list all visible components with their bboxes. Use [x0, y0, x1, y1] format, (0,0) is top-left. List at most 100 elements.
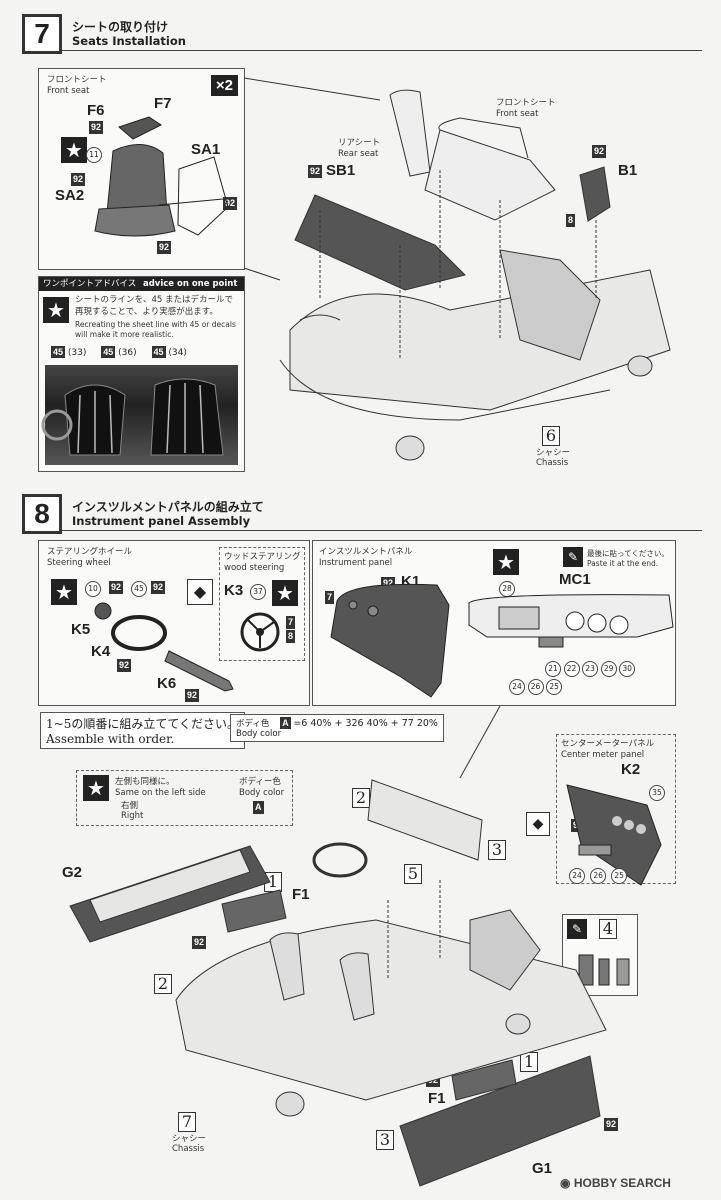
decal-22: 22 — [563, 661, 580, 677]
advice-text-jp2: 再現することで、より実感が出ます。 — [75, 307, 218, 317]
star-icon: ★ — [61, 137, 87, 163]
advice-title-jp: ワンポイントアドバイス — [43, 279, 137, 289]
front-seat2-jp: フロントシート — [496, 98, 556, 108]
part-k3: K3 — [224, 582, 244, 599]
right-en: Right — [121, 811, 144, 821]
bodycolor-en: Body color — [236, 729, 282, 739]
cmp-jp: センターメーターパネル — [561, 739, 655, 749]
decal-34: (34) — [168, 348, 187, 358]
part-b1: B1 — [618, 162, 638, 179]
cmp-decal-35: 35 — [649, 785, 665, 801]
paint-92-a: 92 — [89, 121, 104, 134]
part-f6: F6 — [87, 102, 105, 119]
decal-row: 45 (33) 45 (36) 45 (34) — [51, 346, 187, 358]
wood-paint-8: 8 — [286, 630, 296, 643]
front-seat-jp: フロントシート — [47, 75, 107, 85]
paint-45-b: 45 — [101, 346, 116, 358]
x2-badge: ×2 — [210, 75, 238, 96]
paste-box: ✎ 4 — [562, 914, 638, 996]
part-k5: K5 — [71, 621, 91, 638]
g1-paint-92: 92 — [604, 1118, 619, 1131]
paste-step-4: 4 — [599, 919, 617, 939]
steering-star-icon: ★ — [51, 579, 77, 605]
advice-text-en1: Recreating the sheet line with 45 or dec… — [75, 320, 236, 329]
instrument-panel-box: インスツルメントパネル Instrument panel 7 92 K1 41 … — [312, 540, 676, 706]
instrument-panel-drawing — [330, 583, 674, 698]
paint-8: 8 — [566, 214, 576, 227]
part-k6: K6 — [157, 675, 177, 692]
order-3-a: 3 — [488, 840, 506, 860]
step-7-title-jp: シートの取り付け — [72, 20, 169, 34]
paste-pin-icon: ✎ — [567, 919, 587, 939]
paint-92-d: 92 — [157, 241, 172, 254]
leftside-jp: 左側も同様に。 — [115, 777, 175, 787]
pin-icon: ✎ — [563, 547, 583, 567]
front-seat-en: Front seat — [47, 86, 90, 96]
gauge-decals: 21 22 23 29 30 — [545, 661, 636, 677]
order-3-b: 3 — [376, 1130, 394, 1150]
advice-text-en2: will make it more realistic. — [75, 330, 174, 339]
order-jp: 1~5の順番に組み立ててください。 — [46, 717, 239, 731]
front-seat2-en: Front seat — [496, 109, 539, 119]
leftside-en: Same on the left side — [115, 788, 206, 798]
paste-drawing — [578, 954, 630, 986]
wood-wheel-drawing — [240, 612, 280, 652]
front-seat-box: フロントシート Front seat ×2 F6 F7 92 ★ 11 92 S… — [38, 68, 245, 270]
bodycolor-a: A — [280, 717, 291, 729]
step-8-number: 8 — [22, 494, 62, 534]
chassis-jp-7: シャシー — [536, 448, 571, 458]
bodycolor-jp: ボディ色 — [236, 719, 270, 729]
cmp-decal-24: 24 — [569, 868, 585, 884]
chassis-jp-8: シャシー — [172, 1134, 207, 1144]
part-sa2: SA2 — [55, 187, 85, 204]
order-2-b: 2 — [154, 974, 172, 994]
logo-icon: ◉ — [560, 1176, 571, 1190]
chassis-ref-7: 7 — [178, 1112, 196, 1132]
steering-paint-92-b: 92 — [151, 581, 166, 594]
part-f1-b: F1 — [428, 1090, 446, 1107]
bodycolor-formula: =6 40% + 326 40% + 77 20% — [293, 718, 438, 729]
order-en: Assemble with order. — [46, 732, 175, 746]
advice-star-icon: ★ — [43, 297, 69, 323]
center-meter-drawing — [566, 784, 662, 886]
advice-box: ワンポイントアドバイス advice on one point ★ シートのライ… — [38, 276, 245, 472]
left-side-box: ★ 左側も同様に。 Same on the left side ボディー色 Bo… — [76, 770, 293, 826]
bodycolor2-en: Body color — [239, 788, 285, 798]
logo-text: HOBBY SEARCH — [573, 1176, 671, 1190]
door-star-icon: ★ — [83, 775, 109, 801]
bodycolor-box: ボディ色 A =6 40% + 326 40% + 77 20% Body co… — [230, 714, 444, 742]
part-sb1: SB1 — [326, 162, 356, 179]
steering-en: Steering wheel — [47, 558, 111, 568]
steering-paint-10: 10 — [85, 581, 101, 597]
hobby-search-logo: ◉ HOBBY SEARCH — [560, 1176, 671, 1190]
ip-star-icon: ★ — [493, 549, 519, 575]
decal-29: 29 — [600, 661, 617, 677]
right-jp: 右側 — [121, 801, 139, 811]
wood-paint-37: 37 — [250, 584, 266, 600]
step-8-title-jp: インスツルメントパネルの組み立て — [72, 500, 264, 514]
cmp-decal-25: 25 — [611, 868, 628, 884]
part-f7: F7 — [154, 95, 172, 112]
front-seat-drawing — [94, 116, 229, 237]
steering-paint-45: 45 — [131, 581, 147, 597]
ip-decal-28: 28 — [499, 581, 515, 597]
paint-45-a: 45 — [51, 346, 66, 358]
order-box: 1~5の順番に組み立ててください。 Assemble with order. — [40, 712, 245, 749]
chassis-en-7: Chassis — [536, 458, 569, 468]
decal-21: 21 — [545, 661, 561, 677]
bodycolor2-jp: ボディー色 — [239, 777, 281, 787]
steering-drawing — [94, 602, 234, 692]
steering-paint-92-c: 92 — [117, 659, 132, 672]
paint-45-c: 45 — [151, 346, 166, 358]
advice-text-jp1: シートのラインを、45 またはデカールで — [75, 295, 234, 305]
paint-92-b1: 92 — [592, 145, 607, 158]
paint-11: 11 — [86, 147, 102, 163]
door-paint-92: 92 — [192, 936, 207, 949]
part-g2: G2 — [62, 864, 83, 881]
steering-jp: ステアリングホイール — [47, 547, 133, 557]
decal-24: 24 — [509, 679, 525, 695]
part-f1-a: F1 — [292, 886, 310, 903]
step-8-rule — [62, 530, 702, 531]
step-7-rule — [62, 50, 702, 51]
decal-36: (36) — [118, 348, 137, 358]
